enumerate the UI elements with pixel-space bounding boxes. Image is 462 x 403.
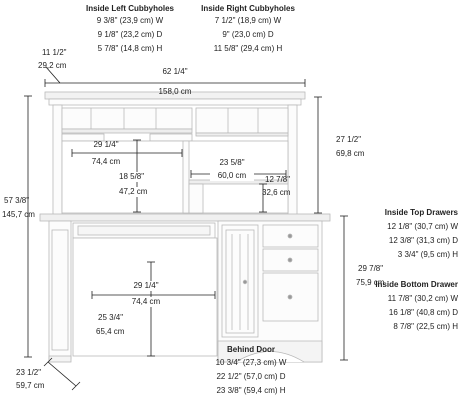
shelf-width-metric: 60,0 cm — [210, 171, 254, 181]
kneehole-height-metric: 65,4 cm — [96, 327, 125, 336]
top-drawers-depth: 12 3/8" (31,3 cm) D — [388, 236, 458, 245]
bottom-drawer-width: 11 7/8" (30,2 cm) W — [387, 294, 458, 303]
left-cubbyholes-width: 9 3/8" (23,9 cm) W — [96, 16, 164, 25]
shelf-width-imperial: 23 5/8" — [210, 158, 254, 168]
desk-depth-imperial: 23 1/2" — [16, 368, 42, 377]
dimension-lines — [24, 66, 348, 391]
hutch-inner-height-imperial: 18 5/8" — [119, 172, 145, 182]
shelf-height-imperial: 12 7/8" — [265, 175, 291, 184]
left-cubbyholes-depth: 9 1/8" (23,2 cm) D — [97, 30, 163, 39]
hutch-inner-height-metric: 47,2 cm — [119, 187, 148, 197]
desk-height-imperial: 29 7/8" — [358, 264, 384, 273]
top-drawers-height: 3 3/4" (9,5 cm) H — [397, 250, 458, 259]
kneehole-width-metric: 74,4 cm — [126, 297, 166, 307]
hutch-height-metric: 69,8 cm — [336, 149, 365, 158]
bottom-drawer-heading: Inside Bottom Drawer — [375, 280, 458, 289]
behind-door-depth: 22 1/2" (57,0 cm) D — [216, 372, 286, 381]
right-cubbyholes-depth: 9" (23,0 cm) D — [222, 30, 274, 39]
hutch — [44, 91, 306, 218]
hutch-height-imperial: 27 1/2" — [336, 135, 362, 144]
bottom-drawer-depth: 16 1/8" (40,8 cm) D — [388, 308, 458, 317]
kneehole-height-imperial: 25 3/4" — [98, 313, 124, 322]
desk — [39, 213, 331, 363]
left-cubbyholes-height: 5 7/8" (14,8 cm) H — [97, 44, 163, 53]
hutch-depth-metric: 29,2 cm — [38, 61, 67, 70]
hutch-depth-imperial: 11 1/2" — [42, 48, 67, 57]
overall-height-metric: 145,7 cm — [2, 210, 35, 219]
right-cubbyholes-width: 7 1/2" (18,9 cm) W — [214, 16, 282, 25]
bottom-drawer-height: 8 7/8" (22,5 cm) H — [393, 322, 458, 331]
behind-door-heading: Behind Door — [227, 345, 275, 354]
overall-width-imperial: 62 1/4" — [162, 67, 188, 76]
shelf-height-metric: 32,6 cm — [262, 188, 291, 197]
right-cubbyholes-height: 11 5/8" (29,4 cm) H — [213, 44, 283, 53]
kneehole-width-imperial: 29 1/4" — [126, 281, 166, 291]
overall-width-metric: 158,0 cm — [158, 87, 192, 96]
behind-door-height: 23 3/8" (59,4 cm) H — [216, 386, 286, 395]
top-drawers-width: 12 1/8" (30,7 cm) W — [387, 222, 458, 231]
behind-door-width: 10 3/4" (27,3 cm) W — [215, 358, 287, 367]
desk-height-metric: 75,9 cm — [356, 278, 385, 287]
hutch-inner-width-metric: 74,4 cm — [91, 157, 121, 166]
top-drawers-heading: Inside Top Drawers — [384, 208, 458, 217]
overall-height-imperial: 57 3/8" — [4, 196, 30, 205]
left-cubbyholes-heading: Inside Left Cubbyholes — [85, 4, 174, 13]
right-cubbyholes-heading: Inside Right Cubbyholes — [201, 4, 295, 13]
hutch-inner-width-imperial: 29 1/4" — [93, 140, 119, 149]
desk-depth-metric: 59,7 cm — [16, 381, 45, 390]
